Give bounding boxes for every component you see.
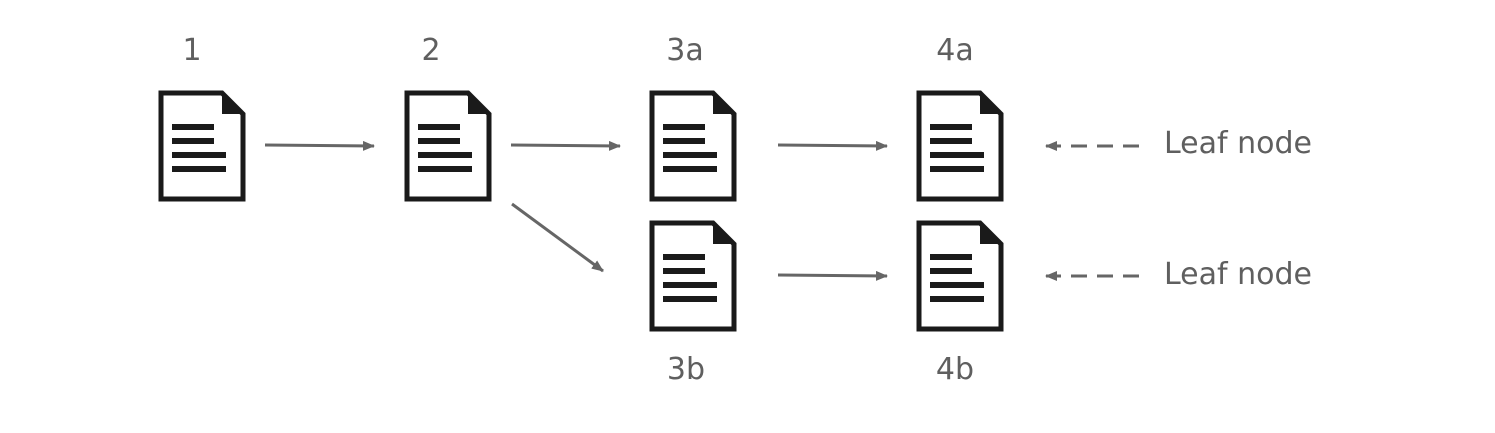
document-icon <box>916 220 1004 332</box>
leaf-node-label-4a: Leaf node <box>1164 126 1312 161</box>
node-label-3a: 3a <box>666 33 704 68</box>
leaf-node-label-4b: Leaf node <box>1164 257 1312 292</box>
document-icon <box>649 220 737 332</box>
edge-1-to-2 <box>264 140 375 151</box>
node-label-4b: 4b <box>935 352 975 387</box>
node-label-1: 1 <box>182 33 202 68</box>
node-label-2: 2 <box>421 33 441 68</box>
document-icon <box>158 90 246 202</box>
document-icon <box>404 90 492 202</box>
node-label-3b: 3b <box>666 352 706 387</box>
node-label-4a: 4a <box>936 33 974 68</box>
edge-3b-to-4b <box>777 270 888 281</box>
edge-2-to-3b <box>511 202 604 273</box>
document-icon <box>916 90 1004 202</box>
document-icon <box>649 90 737 202</box>
edge-2-to-3a <box>510 140 621 151</box>
edge-3a-to-4a <box>777 140 888 151</box>
